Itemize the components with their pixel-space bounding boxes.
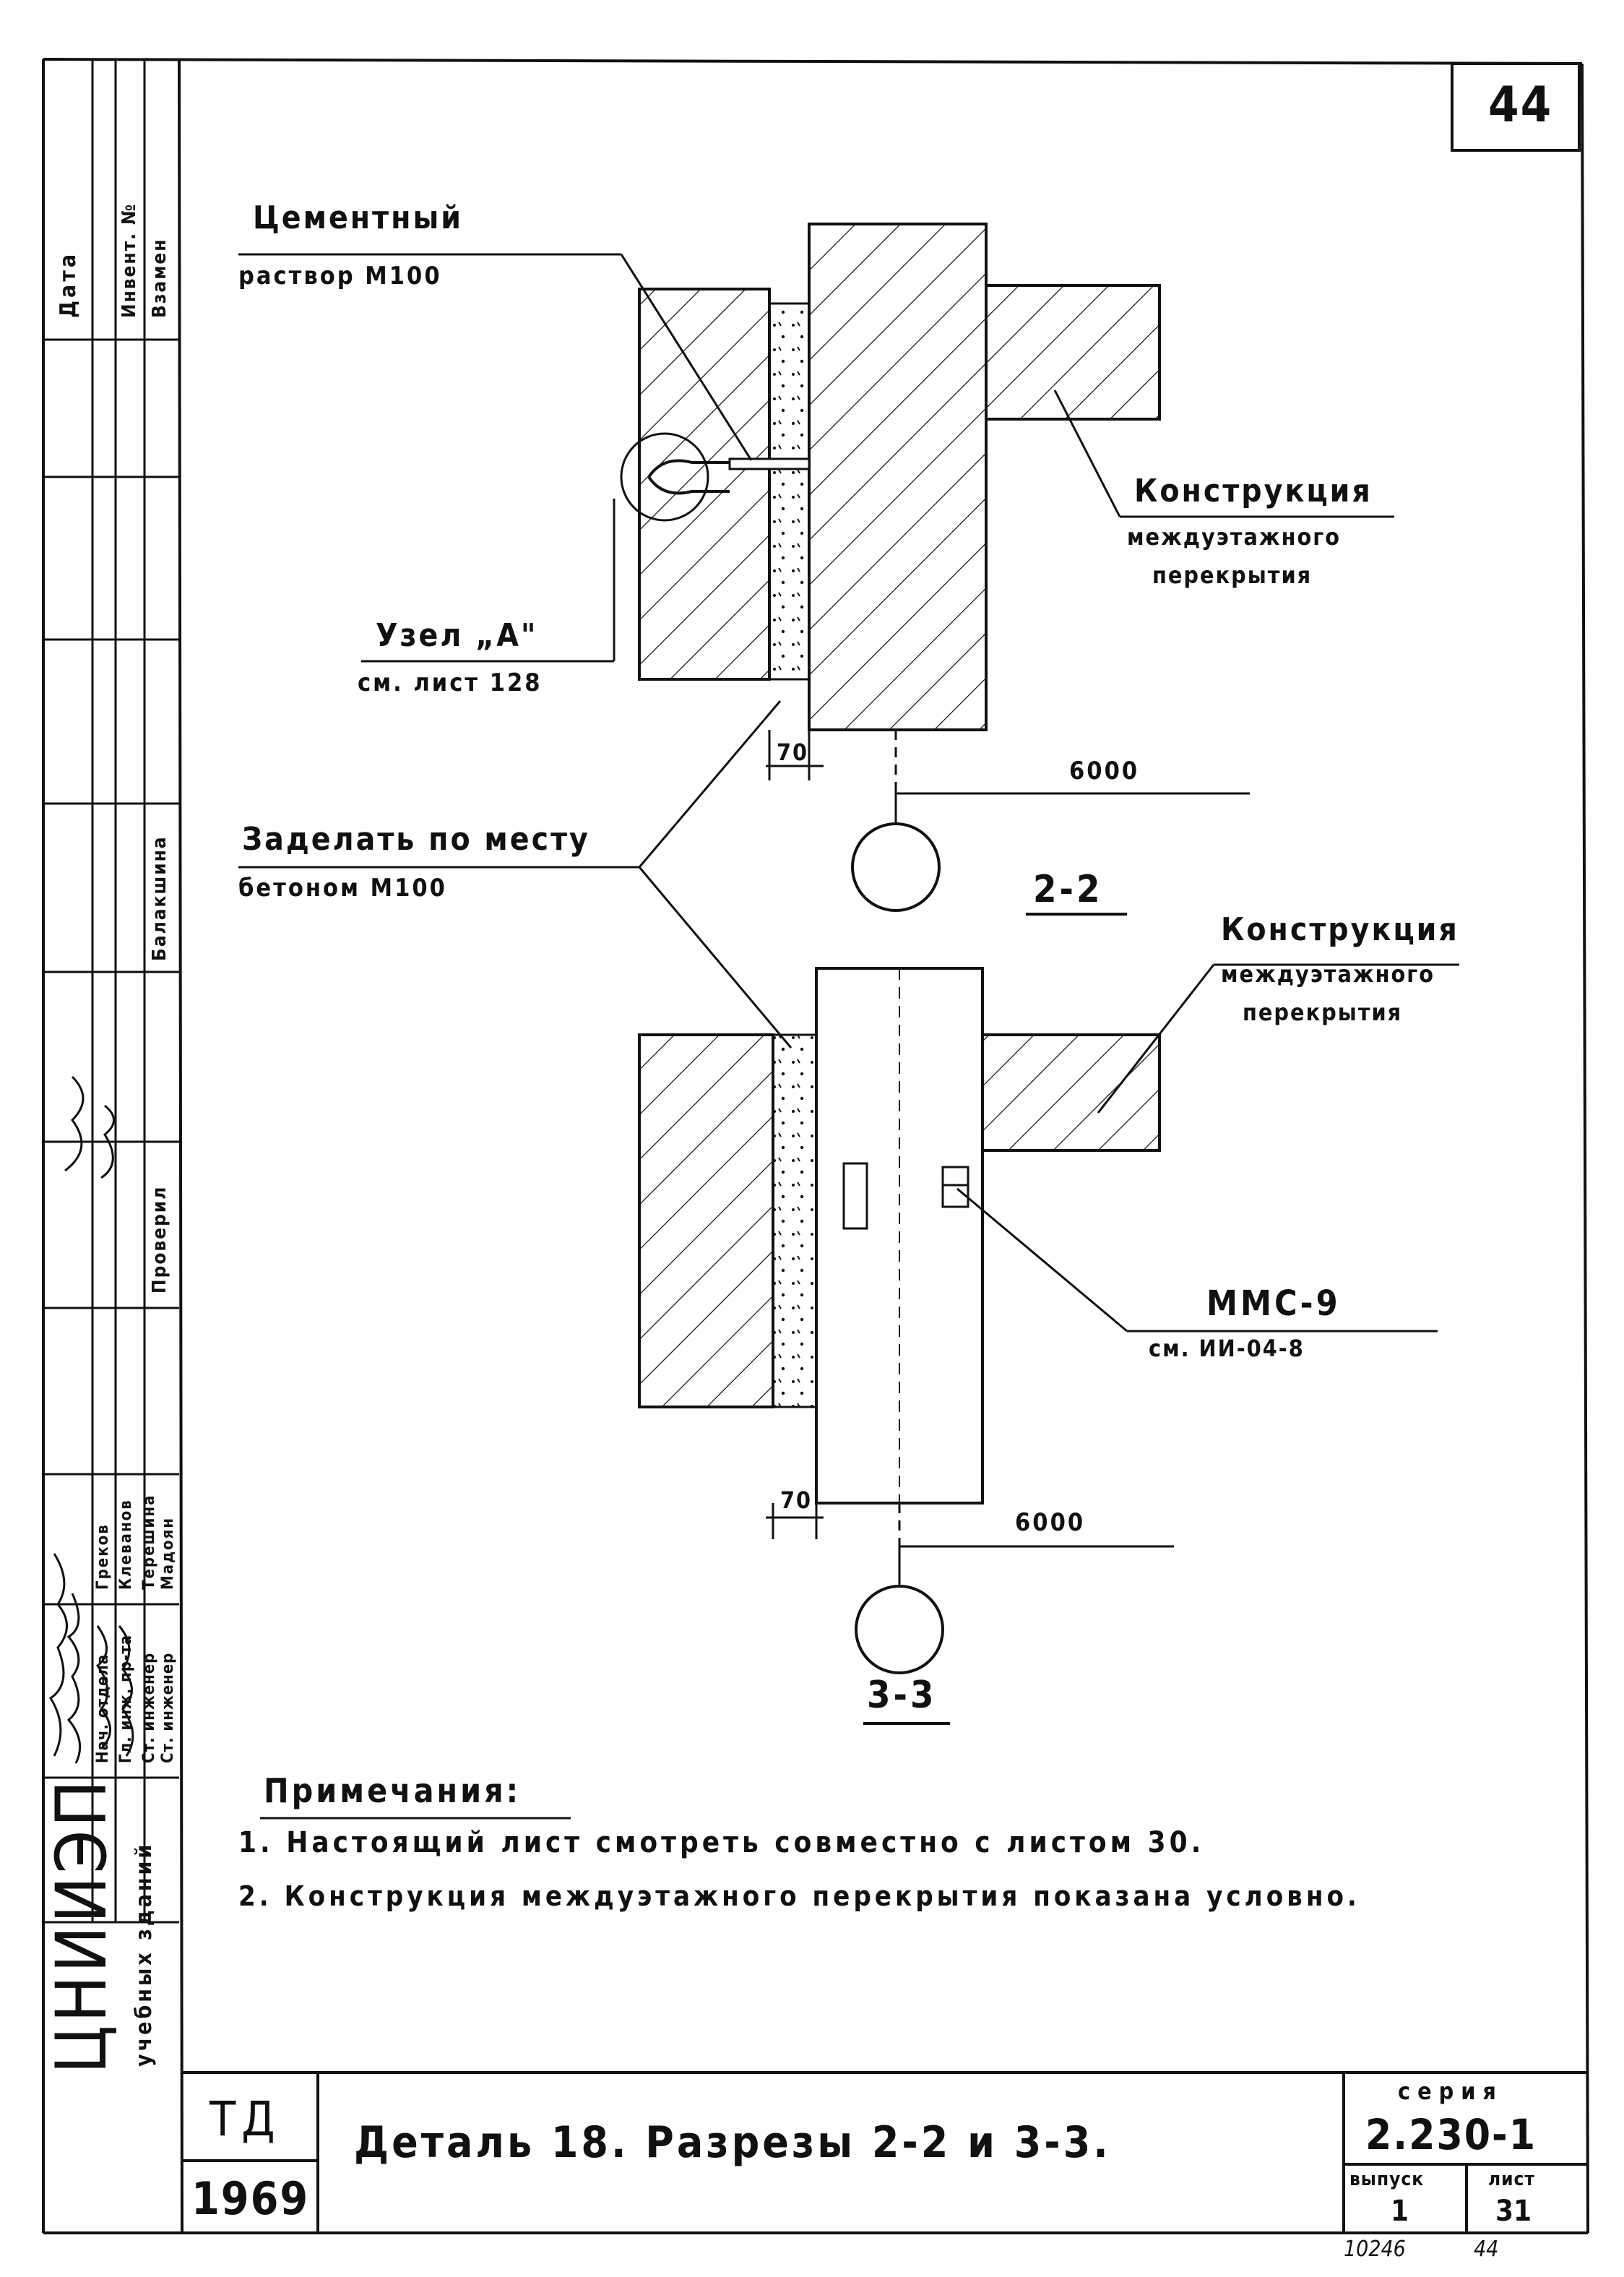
note-item-2: 2. Конструкция междуэтажного перекрытия …: [238, 1880, 1360, 1912]
dimension-6000-bottom: 6000: [1015, 1508, 1086, 1537]
side-stamp-grid: [43, 59, 179, 1924]
stamp-checked-name: Балакшина: [149, 835, 170, 961]
notes-heading: Примечания:: [264, 1771, 522, 1810]
stamp-name-2: Клеванов: [117, 1499, 135, 1590]
stamp-name-1: Греков: [94, 1523, 112, 1590]
stamp-inv-label: Инвент. №: [118, 202, 140, 318]
org-code: ТД: [210, 2091, 281, 2147]
sheet-frame: [42, 58, 1589, 2234]
stamp-role-2: Гл. инж. пр-та: [117, 1634, 135, 1763]
footer-page: 44: [1474, 2237, 1499, 2262]
sheet-number-box: [1451, 62, 1581, 152]
series-number: 2.230-1: [1365, 2110, 1537, 2159]
issue-label: выпуск: [1349, 2169, 1425, 2190]
label-seal-in-place: Заделать по месту: [242, 821, 590, 858]
dimension-70-top: 70: [777, 739, 809, 766]
stamp-role-1: Нач. отдела: [94, 1653, 112, 1763]
concrete-fill-top: [768, 302, 811, 681]
node-a-circle: [620, 432, 709, 522]
org-subtitle: учебных зданий: [131, 1841, 157, 2067]
label-construction-b-slab: перекрытия: [1243, 999, 1403, 1026]
sheet-index: 31: [1495, 2195, 1532, 2228]
concrete-fill-bottom: [772, 1033, 818, 1408]
label-construction-b: Конструкция: [1221, 911, 1459, 948]
section-label-3-3: 3-3: [867, 1674, 937, 1717]
column-top: [808, 223, 988, 731]
label-seal-concrete: бетоном М100: [238, 874, 447, 903]
note-item-1: 1. Настоящий лист смотреть совместно с л…: [238, 1826, 1205, 1859]
stamp-replaces-label: Взамен: [149, 238, 170, 318]
axis-bubble-3-3: [855, 1585, 944, 1674]
label-node-a-ref: см. лист 128: [358, 668, 543, 697]
leaders-top: [238, 253, 1394, 663]
label-node-a: Узел „А": [376, 617, 538, 654]
stamp-name-3: Терешина: [140, 1494, 158, 1590]
title-block-grid: [182, 2071, 1588, 2233]
outer-wall-panel-top: [638, 288, 771, 681]
sheet-number: 44: [1488, 77, 1553, 134]
leader-concrete-seal: [238, 700, 792, 1049]
section-label-2-2: 2-2: [1033, 868, 1103, 911]
label-mmc-ref: см. ИИ-04-8: [1149, 1335, 1305, 1362]
label-mmc-9: ММС-9: [1206, 1283, 1341, 1324]
series-label: серия: [1398, 2078, 1503, 2105]
mortar-joint: [728, 457, 811, 470]
label-cement-mortar-grade: раствор М100: [238, 262, 442, 290]
label-construction-b-interfloor: междуэтажного: [1221, 960, 1435, 988]
section-3-3: [638, 967, 1174, 1725]
drawing-title: Деталь 18. Разрезы 2-2 и 3-3.: [354, 2117, 1111, 2168]
label-construction: Конструкция: [1134, 473, 1373, 509]
stamp-date-label: Дата: [56, 251, 81, 318]
slab-top: [985, 284, 1161, 421]
label-cement-mortar: Цементный: [253, 199, 463, 236]
stamp-role-3: Ст. инженер: [140, 1652, 158, 1763]
embedded-part-left: [842, 1162, 868, 1230]
stamp-role-4: Ст. инженер: [159, 1652, 177, 1763]
axis-bubble-2-2: [851, 822, 941, 912]
stamp-checked-label: Проверил: [149, 1185, 170, 1294]
label-construction-interfloor: междуэтажного: [1127, 523, 1342, 551]
leaders-bottom: [956, 963, 1459, 1333]
embedded-part-right: [941, 1166, 969, 1208]
footer-code: 10246: [1344, 2237, 1406, 2262]
org-name: ЦНИИЭП: [41, 1777, 122, 2074]
sheet-label: лист: [1488, 2169, 1535, 2190]
stamp-name-4: Мадоян: [159, 1516, 177, 1590]
year: 1969: [191, 2172, 310, 2225]
slab-bottom: [981, 1033, 1161, 1152]
dimension-70-bottom: 70: [780, 1486, 813, 1514]
outer-wall-panel-bottom: [638, 1033, 774, 1408]
issue-number: 1: [1391, 2195, 1409, 2228]
section-2-2: [620, 223, 1250, 916]
dimension-6000-top: 6000: [1069, 757, 1140, 785]
label-construction-slab: перекрытия: [1152, 561, 1313, 589]
signature-scribbles: [48, 1075, 134, 1764]
